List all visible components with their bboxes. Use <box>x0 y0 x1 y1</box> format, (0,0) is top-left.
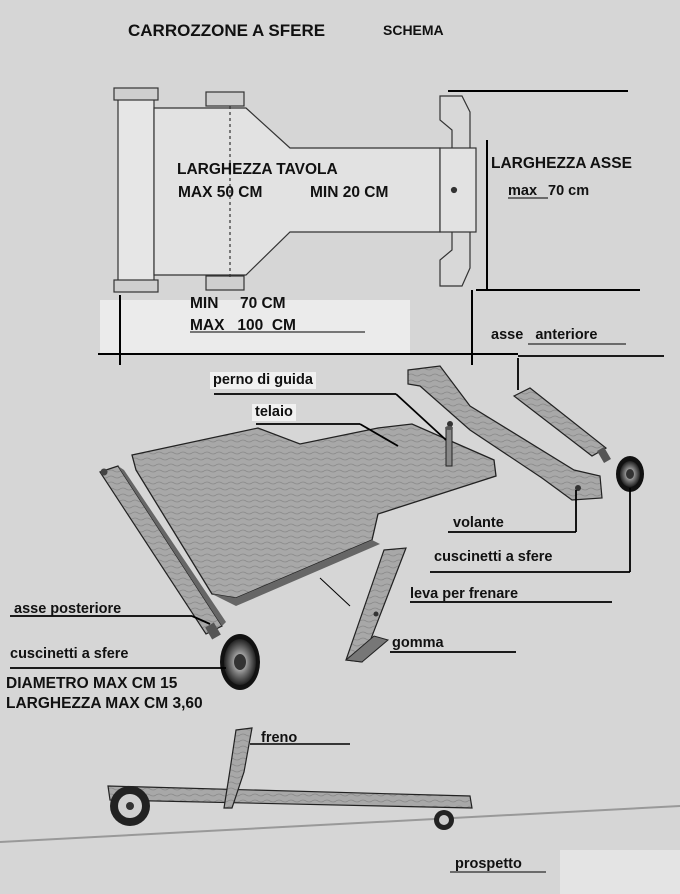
side-view <box>0 727 680 873</box>
label-frame: telaio <box>252 404 296 421</box>
rear-axle-beam <box>99 465 226 640</box>
board-width-max: MAX 50 CM <box>178 184 263 201</box>
rear-bearing <box>220 634 260 690</box>
axle-width-label: LARGHEZZA ASSE <box>491 155 632 172</box>
plan-view <box>113 87 477 293</box>
label-brake-lever: leva per frenare <box>410 586 519 602</box>
axle-width-max-prefix: max <box>508 183 538 199</box>
plan-dimension-lines <box>98 90 640 365</box>
board-width-label: LARGHEZZA TAVOLA <box>177 161 338 178</box>
front-bearing <box>616 456 644 492</box>
label-guide-pin: perno di guida <box>210 372 316 389</box>
label-rubber: gomma <box>392 635 444 651</box>
diagram-title-suffix: SCHEMA <box>383 22 444 38</box>
axle-width-max-value: 70 cm <box>548 183 590 199</box>
label-ball-bearings-rear: cuscinetti a sfere <box>10 646 129 662</box>
diagram-title: CARROZZONE A SFERE <box>128 21 326 40</box>
label-steering-wheel: volante <box>453 515 504 531</box>
label-ball-bearings-front: cuscinetti a sfere <box>434 549 553 565</box>
plan-rear-axle <box>117 91 155 289</box>
guide-pin <box>445 426 453 467</box>
length-min: MIN 70 CM <box>190 295 286 312</box>
label-elevation: prospetto <box>455 856 522 872</box>
label-brake: freno <box>261 730 298 746</box>
label-front-axle: asse anteriore <box>491 327 598 343</box>
label-width-max: LARGHEZZA MAX CM 3,60 <box>6 695 203 712</box>
brake-lever <box>344 547 407 663</box>
leader-lines <box>10 355 664 669</box>
board-width-min: MIN 20 CM <box>310 184 389 201</box>
label-diameter-max: DIAMETRO MAX CM 15 <box>6 675 178 692</box>
length-max: MAX 100 CM <box>190 317 296 334</box>
label-rear-axle: asse posteriore <box>14 601 122 617</box>
front-steering-piece <box>407 365 603 501</box>
front-axle-beam <box>512 387 611 464</box>
